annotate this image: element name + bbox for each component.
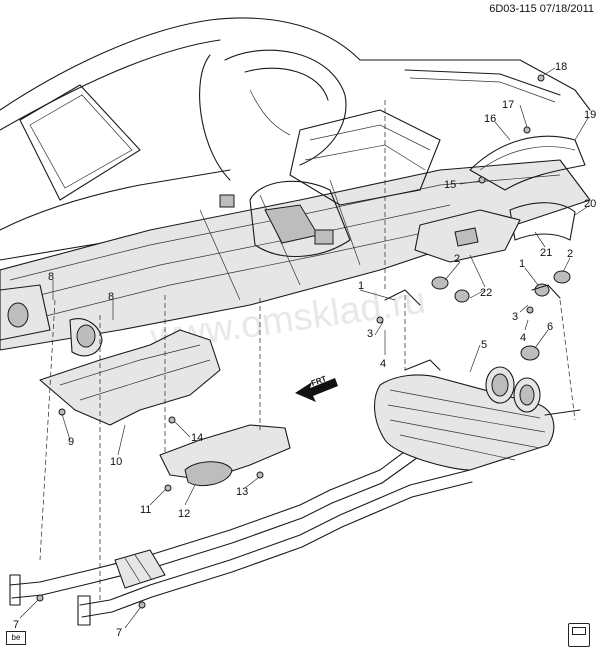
callout-7: 7 bbox=[13, 619, 19, 631]
muffler bbox=[374, 359, 581, 471]
callout-4: 4 bbox=[520, 332, 526, 344]
callout-13: 13 bbox=[236, 486, 248, 498]
callout-6: 6 bbox=[547, 321, 553, 333]
diagram-reference: 6D03-115 07/18/2011 bbox=[489, 3, 594, 15]
callout-2: 2 bbox=[454, 253, 460, 265]
publisher-logo-icon bbox=[568, 623, 590, 647]
callout-14: 14 bbox=[191, 432, 203, 444]
rear-heat-shield-19 bbox=[469, 135, 586, 191]
callout-15: 15 bbox=[444, 179, 456, 191]
heat-shield-front bbox=[39, 329, 221, 426]
reference-lines bbox=[39, 100, 576, 600]
callouts: 1 1 2 2 3 3 4 4 5 6 7 7 8 8 9 10 11 12 1… bbox=[13, 61, 596, 639]
callout-20: 20 bbox=[584, 198, 596, 210]
callout-19: 19 bbox=[584, 109, 596, 121]
callout-3: 3 bbox=[367, 328, 373, 340]
callout-1: 1 bbox=[519, 258, 525, 270]
callout-11: 11 bbox=[140, 504, 151, 516]
callout-18: 18 bbox=[555, 61, 567, 73]
callout-2: 2 bbox=[567, 248, 573, 260]
callout-16: 16 bbox=[484, 113, 496, 125]
callout-22: 22 bbox=[480, 287, 492, 299]
rear-heat-shield-20 bbox=[509, 202, 576, 241]
resonator bbox=[114, 549, 166, 589]
heat-shield-lower bbox=[184, 461, 233, 486]
callout-10: 10 bbox=[110, 456, 122, 468]
exhaust-pipe-assembly bbox=[9, 439, 473, 626]
leader-lines bbox=[19, 67, 591, 629]
callout-17: 17 bbox=[502, 99, 514, 111]
callout-4: 4 bbox=[380, 358, 386, 370]
front-direction-arrow: FRT bbox=[295, 374, 338, 402]
callout-8: 8 bbox=[48, 271, 54, 283]
front-exhaust-manifold-area bbox=[0, 284, 103, 357]
fasteners bbox=[36, 74, 545, 609]
callout-7: 7 bbox=[116, 627, 122, 639]
callout-1: 1 bbox=[358, 280, 364, 292]
callout-12: 12 bbox=[178, 508, 190, 520]
callout-8: 8 bbox=[108, 291, 114, 303]
callout-21: 21 bbox=[540, 247, 552, 259]
callout-3: 3 bbox=[512, 311, 518, 323]
floor-pan bbox=[0, 109, 591, 351]
callout-5: 5 bbox=[481, 339, 487, 351]
hangers bbox=[384, 270, 571, 361]
diagram-badge: be bbox=[6, 631, 26, 645]
callout-9: 9 bbox=[68, 436, 74, 448]
